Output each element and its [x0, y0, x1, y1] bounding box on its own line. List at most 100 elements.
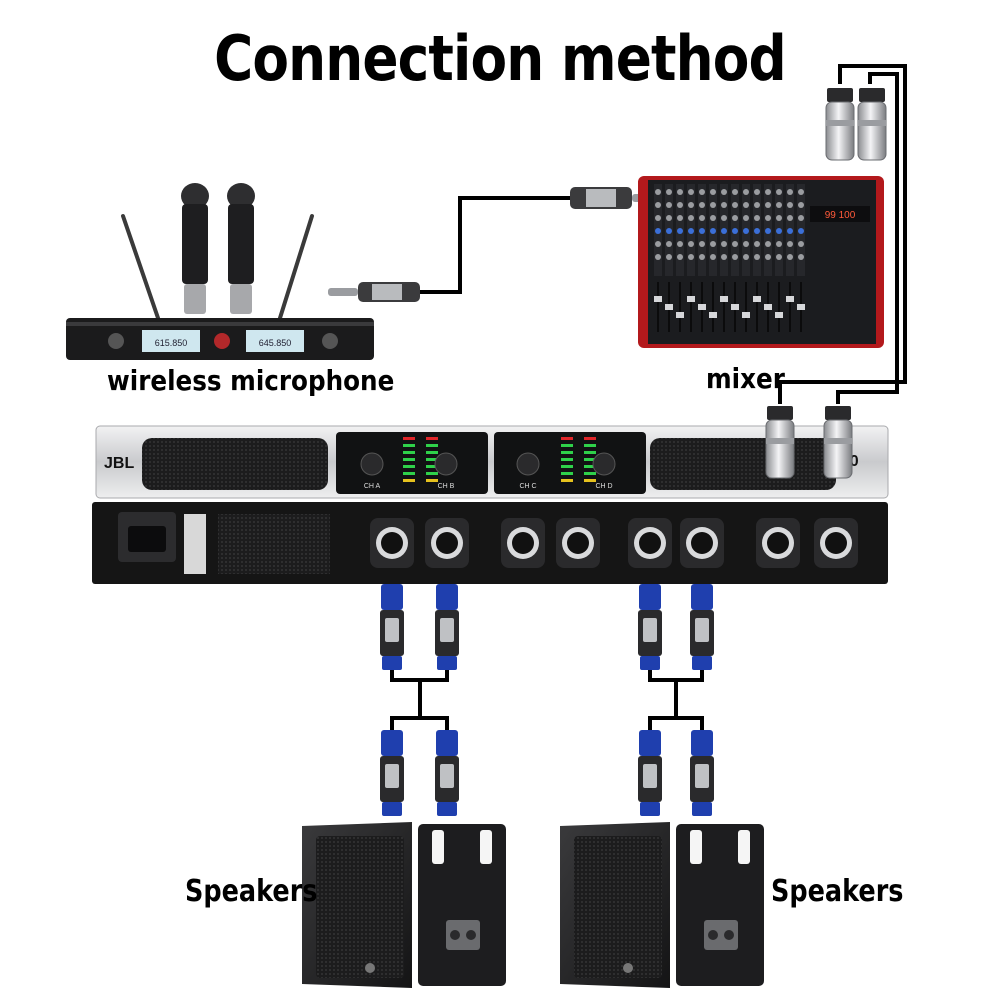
mixer-knob: [710, 215, 716, 221]
mixer-knob: [798, 241, 804, 247]
meter-led: [584, 458, 596, 461]
label-ch-b: CH B: [438, 483, 455, 490]
mixer-knob: [655, 215, 661, 221]
speaker-pair-left: [302, 822, 506, 988]
rear-socket-hole: [825, 532, 847, 554]
amplifier-rear-panel: [92, 502, 888, 584]
speaker-back-left: [418, 824, 506, 986]
rear-socket-hole: [512, 532, 534, 554]
mixer-knob: [776, 228, 782, 234]
receiver-knob-right: [322, 333, 338, 349]
mixer-knob: [688, 215, 694, 221]
rear-socket-hole: [567, 532, 589, 554]
mixer-knob: [721, 189, 727, 195]
mixer-knob: [765, 241, 771, 247]
mixer-knob: [677, 254, 683, 260]
label-speakers-left: Speakers: [185, 874, 318, 909]
mixer-knob: [776, 254, 782, 260]
mixer-knob: [710, 241, 716, 247]
fader-track: [657, 282, 659, 332]
fader-cap: [753, 296, 761, 302]
mixer-knob: [754, 254, 760, 260]
label-ch-c: CH C: [519, 483, 536, 490]
receiver-power-button: [214, 333, 230, 349]
mixer-knob: [666, 228, 672, 234]
meter-led: [426, 479, 438, 482]
knob-ch-b: [434, 452, 458, 476]
meter-led: [561, 472, 573, 475]
rear-socket-hole: [381, 532, 403, 554]
mixer-knob: [787, 241, 793, 247]
meter-led: [561, 465, 573, 468]
fader-track: [789, 282, 791, 332]
mixer-xlr-connectors: [825, 87, 887, 161]
mixer-knob: [666, 241, 672, 247]
mixer-knob: [787, 189, 793, 195]
amp-vent-left: [142, 438, 328, 490]
rear-socket-hole: [639, 532, 661, 554]
mixer-knob: [732, 189, 738, 195]
mixer-knob: [699, 215, 705, 221]
mixer-knob: [787, 228, 793, 234]
meter-led: [584, 451, 596, 454]
fader-cap: [709, 312, 717, 318]
speakon-out-3: [638, 584, 662, 670]
mixer-knob: [666, 215, 672, 221]
mixer: 99 100: [638, 176, 884, 348]
speakon-spk-1: [380, 730, 404, 816]
amp-control-panel-right: [494, 432, 646, 494]
mixer-xlr-loop-cable: [778, 64, 907, 404]
mixer-knob: [732, 254, 738, 260]
fader-track: [690, 282, 692, 332]
mixer-knob: [743, 228, 749, 234]
fader-track: [745, 282, 747, 332]
mixer-knob: [743, 189, 749, 195]
mixer-knob: [798, 254, 804, 260]
mixer-knob: [776, 202, 782, 208]
freq-a-text: 615.850: [155, 338, 188, 348]
label-ch-d: CH D: [595, 483, 612, 490]
mixer-knob: [754, 228, 760, 234]
receiver-knob-left: [108, 333, 124, 349]
fader-cap: [731, 304, 739, 310]
mixer-knob: [765, 202, 771, 208]
mixer-knob: [787, 202, 793, 208]
knob-ch-d: [592, 452, 616, 476]
amp-control-panel-left: [336, 432, 488, 494]
speakon-out-2: [435, 584, 459, 670]
fader-cap: [786, 296, 794, 302]
rear-warning-label: [184, 514, 206, 574]
meter-led: [403, 437, 415, 440]
mixer-knob: [721, 228, 727, 234]
meter-led: [561, 479, 573, 482]
mixer-knob: [677, 202, 683, 208]
mixer-knob: [732, 241, 738, 247]
mixer-knob: [765, 254, 771, 260]
speakon-output-connectors: [380, 584, 714, 670]
fader-cap: [687, 296, 695, 302]
antenna-left: [121, 214, 160, 320]
mixer-knob: [655, 189, 661, 195]
amplifier-front-panel: JBL 600 CH A CH B CH C CH D: [95, 425, 889, 499]
speaker-pair-right: [560, 822, 764, 988]
speaker-back-right: [676, 824, 764, 986]
receiver-display-b: [246, 330, 304, 352]
mixer-knob: [798, 215, 804, 221]
mixer-knob: [721, 241, 727, 247]
speakon-out-4: [690, 584, 714, 670]
mixer-knob: [688, 189, 694, 195]
mixer-knob: [743, 202, 749, 208]
mixer-knob: [787, 215, 793, 221]
mixer-knob: [655, 202, 661, 208]
mixer-knob: [787, 254, 793, 260]
meter-led: [426, 437, 438, 440]
mixer-knob: [688, 228, 694, 234]
mixer-knob: [677, 241, 683, 247]
speaker-input-plate: [446, 920, 480, 950]
fader-cap: [797, 304, 805, 310]
speakon-spk-4: [690, 730, 714, 816]
mixer-knob: [655, 254, 661, 260]
fader-cap: [698, 304, 706, 310]
